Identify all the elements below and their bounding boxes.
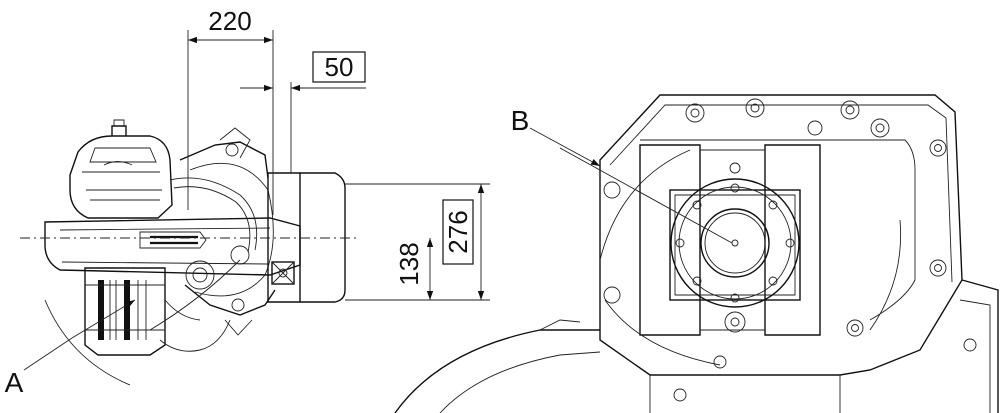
dimension-lines: 220 50 276 138 (187, 6, 490, 301)
callout-b: B (511, 105, 733, 244)
dimension-276: 276 (443, 210, 473, 253)
label-b: B (511, 105, 530, 136)
dimension-220: 220 (208, 6, 251, 36)
left-view (20, 119, 360, 386)
dimension-50: 50 (325, 52, 354, 82)
callout-a: A (5, 299, 136, 398)
right-view (394, 94, 999, 413)
dimension-50-box (312, 51, 366, 83)
label-a: A (5, 367, 24, 398)
dimension-276-box (442, 199, 474, 265)
dimension-138: 138 (394, 242, 424, 285)
